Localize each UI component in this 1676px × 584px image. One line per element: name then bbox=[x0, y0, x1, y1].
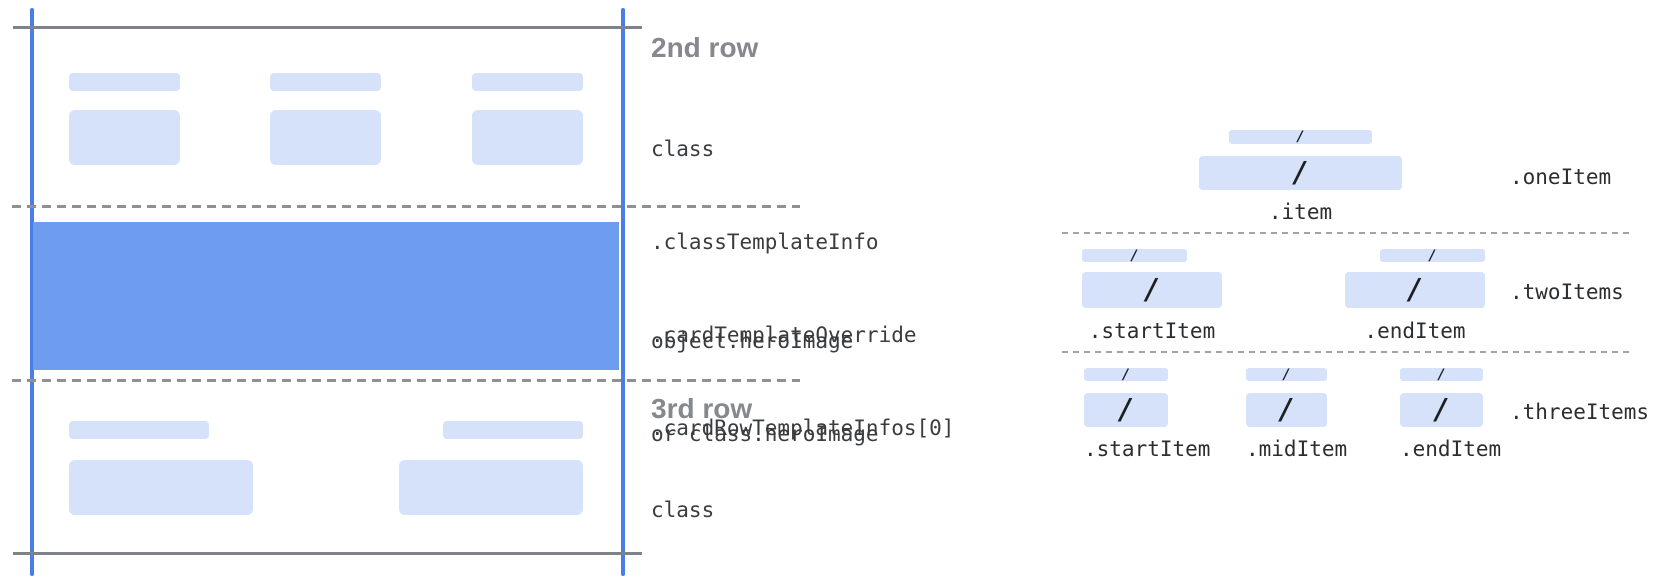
three-items-group-label: .threeItems bbox=[1510, 400, 1650, 424]
slash-glyph: / bbox=[1130, 247, 1139, 264]
slash-glyph: / bbox=[1428, 247, 1437, 264]
end-item-label: .endItem bbox=[1400, 437, 1502, 461]
three-items-mid-small-bar: / bbox=[1246, 366, 1327, 383]
row2-hero-dashed-separator bbox=[12, 205, 800, 208]
card-left-guide-line bbox=[30, 8, 34, 576]
item-label: .item bbox=[1268, 200, 1333, 224]
two-items-group-label: .twoItems bbox=[1510, 280, 1624, 304]
slash-glyph: / bbox=[1282, 366, 1291, 383]
row2-col3-label-placeholder bbox=[472, 73, 583, 91]
two-items-end-small-bar: / bbox=[1380, 247, 1485, 264]
start-item-label: .startItem bbox=[1088, 319, 1216, 343]
row2-col1-label-placeholder bbox=[69, 73, 180, 91]
two-items-start-large-bar: / bbox=[1082, 272, 1222, 308]
code-line: class bbox=[651, 137, 715, 161]
end-item-label: .endItem bbox=[1364, 319, 1466, 343]
hero-code-block: object.heroImage or class.heroImage bbox=[651, 264, 879, 512]
one-item-small-bar: / bbox=[1229, 130, 1372, 144]
card-right-guide-line bbox=[621, 8, 625, 576]
one-item-group-label: .oneItem bbox=[1510, 165, 1612, 189]
card-bottom-border-line bbox=[13, 552, 642, 555]
three-items-start-large-bar: / bbox=[1084, 393, 1168, 427]
row3-col1-label-placeholder bbox=[69, 421, 209, 439]
hero-row3-dashed-separator bbox=[12, 379, 800, 382]
row2-col1-value-placeholder bbox=[69, 110, 180, 165]
mid-item-label: .midItem bbox=[1246, 437, 1348, 461]
code-line: .cardRowTemplateInfos[0] bbox=[651, 416, 955, 440]
start-item-label: .startItem bbox=[1084, 437, 1211, 461]
two-items-end-large-bar: / bbox=[1345, 272, 1485, 308]
row2-col2-label-placeholder bbox=[270, 73, 381, 91]
three-items-end-large-bar: / bbox=[1400, 393, 1483, 427]
slash-glyph: / bbox=[1437, 366, 1446, 383]
code-line: .classTemplateInfo bbox=[651, 230, 879, 254]
code-line: object.heroImage bbox=[651, 329, 854, 353]
row3-col1-value-placeholder bbox=[69, 460, 253, 515]
one-item-large-bar: / bbox=[1199, 156, 1402, 190]
row3-heading: 3rd row bbox=[651, 393, 753, 424]
slash-glyph: / bbox=[1433, 393, 1450, 426]
hero-image-band bbox=[33, 222, 619, 370]
three-items-end-small-bar: / bbox=[1400, 366, 1483, 383]
slash-glyph: / bbox=[1121, 366, 1131, 383]
row2-heading: 2nd row bbox=[651, 32, 759, 63]
slash-glyph: / bbox=[1292, 156, 1309, 189]
slash-glyph: / bbox=[1278, 393, 1295, 426]
slash-glyph: / bbox=[1117, 393, 1135, 426]
row3-col2-label-placeholder bbox=[443, 421, 583, 439]
slash-glyph: / bbox=[1406, 273, 1424, 306]
slash-glyph: / bbox=[1296, 129, 1305, 145]
code-line: class bbox=[651, 498, 715, 522]
three-items-start-small-bar: / bbox=[1084, 366, 1168, 383]
row2-code-block: class .classTemplateInfo .cardTemplateOv… bbox=[651, 72, 954, 506]
two-three-dashed-separator bbox=[1062, 351, 1631, 353]
row3-code-block: class .classTemplateInfo .cardTemplateOv… bbox=[651, 433, 954, 584]
row3-col2-value-placeholder bbox=[399, 460, 583, 515]
slash-glyph: / bbox=[1143, 273, 1161, 306]
card-top-border-line bbox=[13, 26, 642, 29]
row2-col2-value-placeholder bbox=[270, 110, 381, 165]
code-line: .cardTemplateOverride bbox=[651, 323, 917, 347]
one-two-dashed-separator bbox=[1062, 232, 1631, 234]
two-items-start-small-bar: / bbox=[1082, 247, 1187, 264]
row2-col3-value-placeholder bbox=[472, 110, 583, 165]
three-items-mid-large-bar: / bbox=[1246, 393, 1327, 427]
code-line: or class.heroImage bbox=[651, 422, 879, 446]
